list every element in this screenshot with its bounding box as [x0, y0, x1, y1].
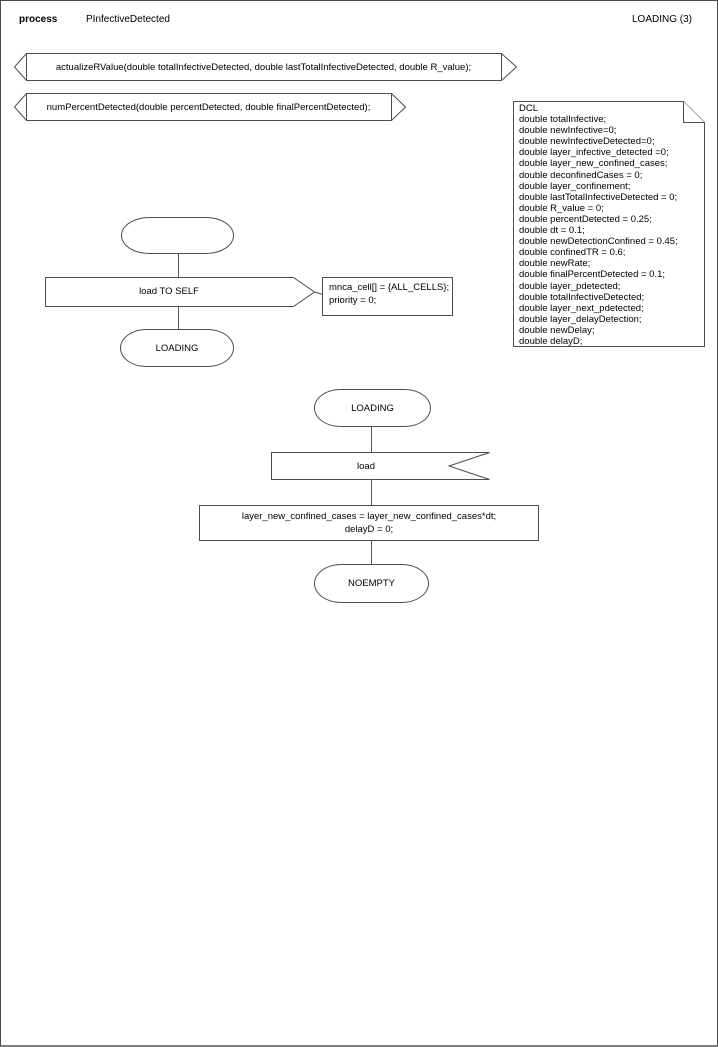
comment-connector	[314, 291, 324, 295]
connector-line	[178, 306, 179, 329]
connector-line	[371, 427, 372, 452]
connector-line	[371, 541, 372, 564]
note-fold-icon	[683, 101, 705, 123]
output-symbol-load-to-self[interactable]	[45, 277, 324, 308]
state-symbol-noempty[interactable]: NOEMPTY	[314, 564, 429, 603]
procedure-symbol-numpercentdetected[interactable]	[13, 93, 407, 121]
start-symbol[interactable]	[121, 217, 234, 254]
state-symbol-loading[interactable]: LOADING	[314, 389, 431, 427]
connector-line	[178, 254, 179, 278]
state-symbol-loading-next[interactable]: LOADING	[120, 329, 234, 367]
process-kind-label: process	[19, 14, 58, 25]
procedure-symbol-actualizervalue[interactable]	[13, 53, 518, 81]
process-name-label: PInfectiveDetected	[86, 14, 170, 25]
task-box[interactable]	[199, 505, 539, 541]
input-symbol-load[interactable]	[271, 452, 490, 480]
connector-line	[371, 479, 372, 505]
comment-box[interactable]	[322, 277, 453, 316]
declarations-note[interactable]	[513, 101, 705, 347]
diagram-state-indicator: LOADING (3)	[631, 14, 692, 25]
